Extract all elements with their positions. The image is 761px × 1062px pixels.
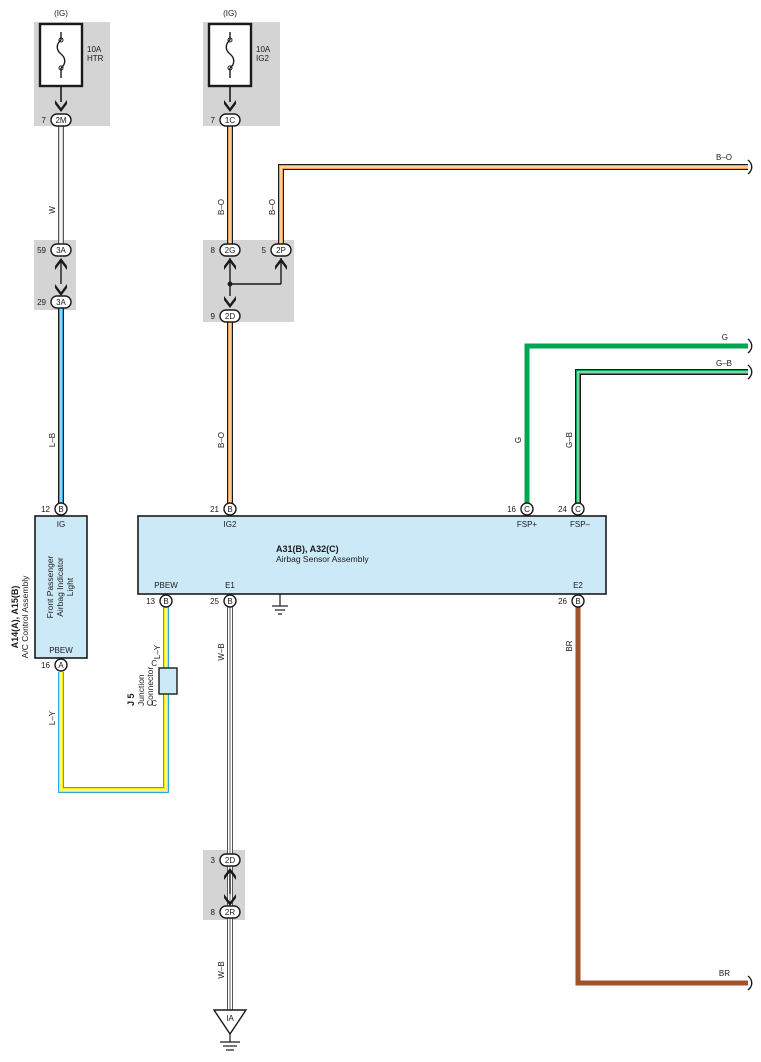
- connector-3a-bottom: 3A: [56, 298, 66, 307]
- ac-control-box: [34, 515, 88, 659]
- connector-1c: 1C: [225, 116, 235, 125]
- pin-13: 13: [146, 597, 155, 606]
- label-g-out: G: [722, 333, 728, 342]
- ac-pbew-label: PBEW: [49, 646, 73, 655]
- ac-inner-line1: Front Passenger: [45, 555, 55, 618]
- airbag-fsp-minus-label: FSP–: [570, 520, 591, 529]
- connector-2g: 2G: [225, 246, 236, 255]
- ground-icon: [220, 1034, 240, 1051]
- pin-7-ig2: 7: [211, 116, 216, 125]
- label-l-y-1: L–Y: [153, 644, 162, 659]
- pin-26: 26: [558, 597, 567, 606]
- label-b-o-1: B–O: [217, 199, 226, 215]
- connector-2r: 2R: [225, 908, 235, 917]
- label-w-b-2: W–B: [217, 961, 226, 978]
- airbag-fsp-plus-label: FSP+: [517, 520, 538, 529]
- ac-control-name: A/C Control Assembly: [20, 575, 30, 658]
- wire-b-o-out: [278, 164, 748, 244]
- pin-12: 12: [41, 505, 50, 514]
- airbag-ig2-label: IG2: [224, 520, 237, 529]
- pin-b-pbew: B: [163, 597, 168, 606]
- pin-b-e2: B: [575, 597, 580, 606]
- ac-ig-label: IG: [57, 520, 65, 529]
- pin-8-lower: 8: [211, 908, 216, 917]
- label-b-o-3: B–O: [217, 432, 226, 448]
- break-br: [747, 975, 753, 991]
- htr-fuse-source: (IG): [54, 9, 68, 18]
- splice-lines: [60, 258, 282, 894]
- wire-g-b: [575, 369, 748, 506]
- junction-name-2: Connector: [145, 667, 155, 706]
- label-g: G: [514, 437, 523, 443]
- ig2-fuse-name: IG2: [256, 54, 269, 63]
- pin-b-ac: B: [58, 505, 63, 514]
- pin-8: 8: [211, 246, 216, 255]
- junction-name-1: Junction: [136, 674, 146, 706]
- wire-g: [524, 343, 748, 506]
- ac-inner-line3: Light: [65, 577, 75, 596]
- break-g: [747, 338, 753, 354]
- airbag-e1-label: E1: [225, 581, 235, 590]
- pin-16-fsp: 16: [507, 505, 516, 514]
- airbag-sensor-name: Airbag Sensor Assembly: [276, 554, 369, 564]
- pin-21: 21: [210, 505, 219, 514]
- junction-code: J 5: [126, 693, 136, 706]
- connector-pills: 2M 7 1C 7 3A 59 3A 29 2G 8 2P 5 2D 9 2D …: [37, 113, 292, 919]
- pin-9: 9: [211, 312, 216, 321]
- pin-29: 29: [37, 298, 46, 307]
- pin-59: 59: [37, 246, 46, 255]
- ground-ia-label: IA: [226, 1014, 234, 1023]
- ground-ia-triangle: [212, 1009, 248, 1036]
- pin-16-ac: 16: [41, 661, 50, 670]
- pin-b-ig2: B: [227, 505, 232, 514]
- htr-fuse-amps: 10A: [87, 45, 102, 54]
- connector-3a-top: 3A: [56, 246, 66, 255]
- wire-br: [575, 606, 748, 986]
- pin-b-e1: B: [227, 597, 232, 606]
- airbag-sensor-box: [137, 515, 607, 595]
- break-b-o: [747, 159, 753, 175]
- label-br-out: BR: [719, 969, 730, 978]
- airbag-pbew-label: PBEW: [154, 581, 178, 590]
- htr-fuse-name: HTR: [87, 54, 104, 63]
- label-br: BR: [565, 640, 574, 651]
- wire-labels: W L–B B–O B–O B–O G G–B L–Y L–Y W–B W–B …: [48, 153, 732, 979]
- component-pins: B 12 A 16 B 21 C 16 C 24 B 13 B 25 B 26: [41, 502, 585, 672]
- label-g-b-out: G–B: [716, 359, 732, 368]
- connector-2m: 2M: [55, 116, 66, 125]
- label-b-o-out: B–O: [716, 153, 732, 162]
- wire-l-y: [58, 606, 169, 793]
- connector-2p: 2P: [276, 246, 286, 255]
- junction-c-bottom: C: [151, 699, 157, 708]
- pin-c-fsp-plus: C: [524, 505, 530, 514]
- label-g-b: G–B: [565, 432, 574, 448]
- case-ground-icon: [272, 594, 288, 615]
- ig2-fuse-source: (IG): [223, 9, 237, 18]
- ac-inner-line2: Airbag Indicator: [55, 557, 65, 617]
- label-l-y-2: L–Y: [48, 710, 57, 725]
- label-w-b-1: W–B: [217, 643, 226, 660]
- pin-a-ac: A: [58, 661, 64, 670]
- junction-c-top: C: [151, 659, 157, 668]
- connector-2d-lower: 2D: [225, 856, 235, 865]
- break-g-b: [747, 364, 753, 380]
- pin-24: 24: [558, 505, 567, 514]
- label-w: W: [48, 206, 57, 214]
- ig2-fuse-amps: 10A: [256, 45, 271, 54]
- pin-25: 25: [210, 597, 219, 606]
- splice-point: [227, 281, 233, 287]
- junction-connector-j5: [158, 667, 178, 695]
- label-l-b: L–B: [48, 433, 57, 447]
- pin-7-htr: 7: [42, 116, 47, 125]
- airbag-sensor-code: A31(B), A32(C): [276, 544, 339, 554]
- pin-3: 3: [211, 856, 216, 865]
- connector-2d: 2D: [225, 312, 235, 321]
- ac-control-code: A14(A), A15(B): [10, 586, 20, 649]
- arrow-chevrons: [55, 100, 287, 906]
- pin-c-fsp-minus: C: [575, 505, 581, 514]
- label-b-o-2: B–O: [268, 199, 277, 215]
- airbag-e2-label: E2: [573, 581, 583, 590]
- pin-5: 5: [262, 246, 267, 255]
